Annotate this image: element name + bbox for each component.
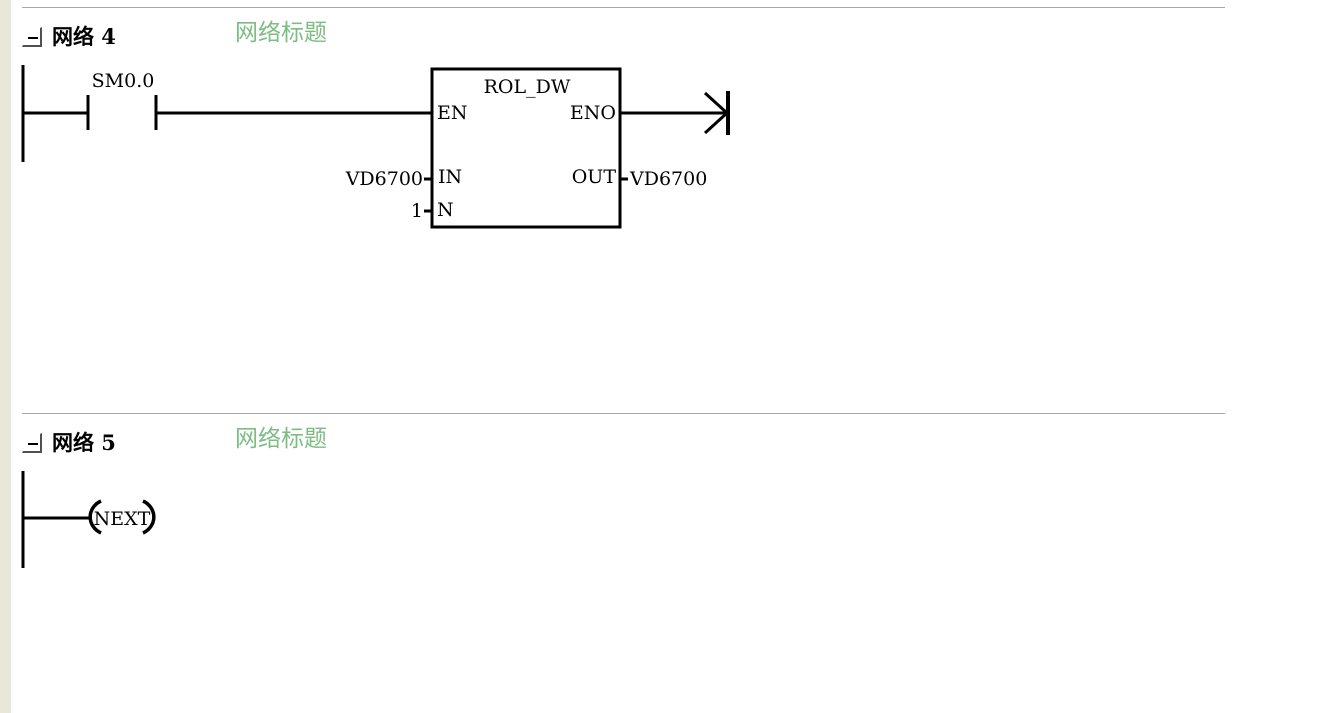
network-separator: [22, 413, 1225, 414]
next-coil[interactable]: [88, 499, 158, 537]
in-operand[interactable]: VD6700: [345, 168, 423, 190]
network-5-title[interactable]: 网络标题: [235, 426, 327, 452]
network-5-label: 网络 5: [52, 430, 116, 455]
network-4-rung: SM0.0 ROL_DW EN ENO IN N OUT VD6700 1 VD…: [21, 65, 730, 229]
box-name: ROL_DW: [484, 76, 571, 98]
network-4-label: 网络 4: [52, 24, 116, 49]
collapse-network-5-button[interactable]: [22, 433, 42, 453]
in-pin-label: IN: [438, 166, 462, 188]
eno-pin-label: ENO: [570, 102, 616, 124]
network-5-rung: NEXT: [21, 471, 158, 568]
n-operand[interactable]: 1: [411, 200, 423, 222]
network-4-title[interactable]: 网络标题: [235, 20, 327, 46]
en-pin-label: EN: [437, 102, 468, 124]
minus-icon: [28, 37, 38, 39]
out-pin-label: OUT: [572, 166, 617, 188]
rol-dw-box[interactable]: [430, 67, 622, 229]
out-operand[interactable]: VD6700: [629, 168, 707, 190]
collapse-network-4-button[interactable]: [22, 27, 42, 47]
coil-label: NEXT: [94, 508, 151, 530]
contact-address: SM0.0: [92, 70, 155, 92]
arrow-icon: [703, 91, 730, 135]
left-gutter: [0, 0, 11, 713]
minus-icon: [28, 443, 38, 445]
normally-open-contact[interactable]: [85, 92, 160, 134]
network-separator: [22, 7, 1225, 8]
n-pin-label: N: [437, 199, 454, 221]
